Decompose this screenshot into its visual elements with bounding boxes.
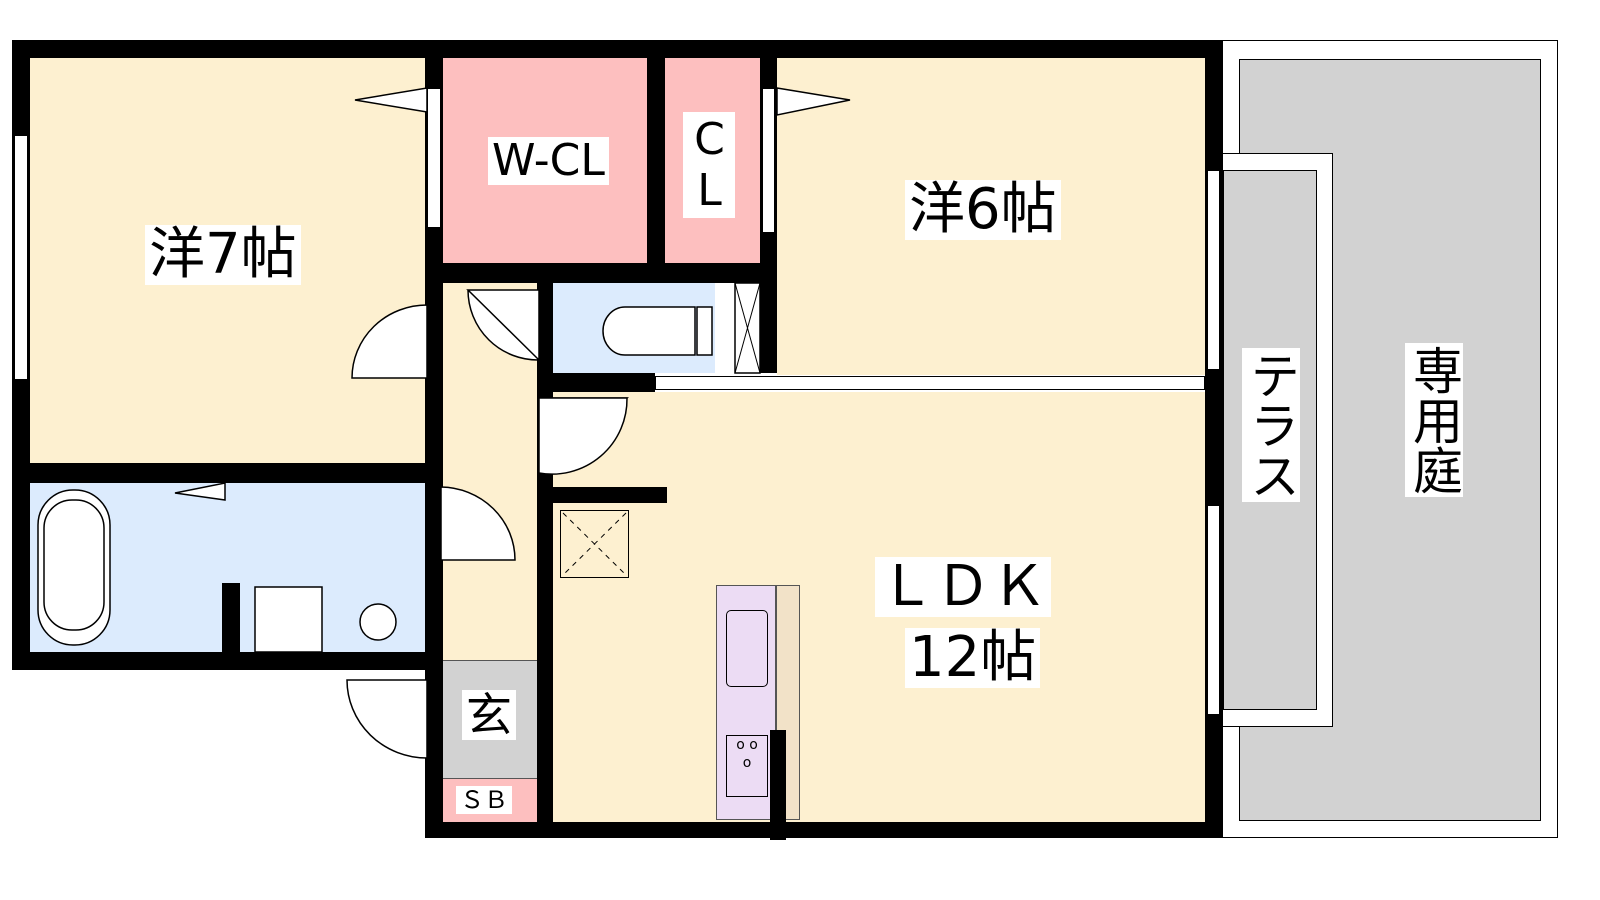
room-label-ldk-size: 12帖	[905, 628, 1041, 688]
room-label-ldk: ＬＤＫ	[875, 557, 1051, 617]
toilet-door	[466, 289, 540, 362]
room-label-western7: 洋7帖	[145, 225, 301, 285]
cl-door[interactable]	[762, 88, 775, 233]
window-east-upper	[1207, 170, 1220, 370]
sink	[726, 610, 768, 687]
front-door	[346, 679, 428, 759]
room-label-western6: 洋6帖	[905, 180, 1061, 240]
sliding-partition[interactable]	[655, 376, 1205, 390]
room-label-cl: CL	[683, 112, 735, 218]
closet-door-swing	[354, 87, 428, 113]
closet-door[interactable]	[427, 88, 441, 228]
wash-door	[440, 486, 516, 561]
fridge-space	[560, 510, 629, 578]
room-label-terrace: テラス	[1242, 348, 1300, 502]
room7-door	[351, 304, 428, 379]
room-label-sb: ＳＢ	[456, 786, 512, 814]
window-east-lower	[1207, 505, 1220, 715]
window-west	[14, 135, 28, 380]
ldk-door	[538, 397, 628, 475]
room-label-entrance: 玄	[462, 690, 516, 740]
room-label-garden: 専用庭	[1405, 343, 1463, 497]
cl-door-swing	[776, 87, 851, 116]
room-label-wcl: W-CL	[488, 137, 609, 185]
